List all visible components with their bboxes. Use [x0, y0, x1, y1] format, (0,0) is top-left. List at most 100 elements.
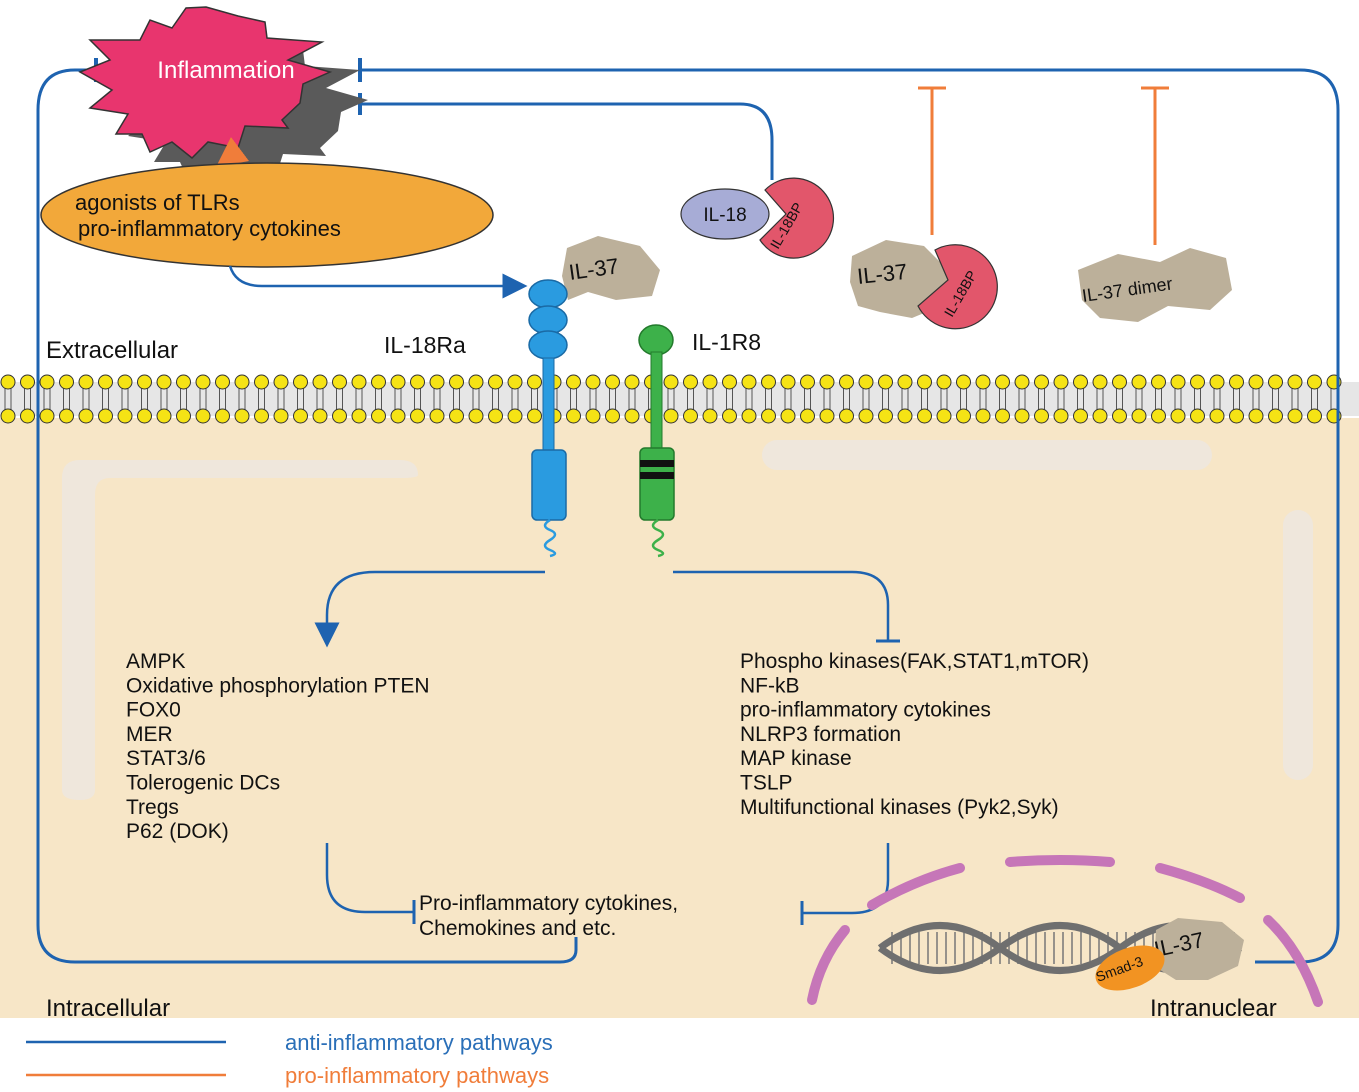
lipid-head — [59, 408, 74, 424]
lipid-head — [176, 408, 191, 424]
lipid-head — [78, 374, 94, 390]
lipid-head — [117, 408, 133, 424]
lipid-head — [254, 374, 269, 390]
list-item: NLRP3 formation — [740, 723, 901, 746]
lipid-head — [1014, 408, 1030, 424]
lipid-head — [741, 408, 757, 424]
lipid-head — [1307, 374, 1322, 390]
lipid-head — [39, 408, 55, 424]
lipid-head — [566, 408, 581, 424]
lipid-head — [956, 408, 971, 424]
left-list-inhibition-line — [325, 843, 414, 914]
il18ra-label: IL-18Ra — [384, 332, 466, 358]
lipid-head — [215, 408, 230, 424]
il1r8-inhibition-line — [673, 570, 890, 640]
lipid-head — [137, 374, 152, 390]
lipid-head — [20, 408, 35, 424]
lipid-head — [1287, 408, 1303, 424]
inhibited-targets-list: Phospho kinases(FAK,STAT1,mTOR)NF-kBpro-… — [740, 650, 1089, 819]
intracellular-label: Intracellular — [46, 995, 170, 1022]
anti-loop-outer — [36, 68, 578, 964]
lipid-head — [1170, 408, 1186, 424]
lipid-head — [332, 408, 347, 424]
il37-with-il18bp-shape — [850, 240, 950, 318]
list-item: Phospho kinases(FAK,STAT1,mTOR) — [740, 650, 1089, 673]
lipid-head — [1190, 374, 1205, 390]
lipid-head — [176, 374, 191, 390]
lipid-head — [839, 374, 854, 390]
lipid-head — [449, 374, 464, 390]
lipid-head — [1151, 408, 1166, 424]
agonist-to-receptor-arrow — [228, 265, 528, 299]
lipid-head — [1209, 374, 1225, 390]
lipid-head — [273, 408, 289, 424]
lipid-head — [234, 408, 250, 424]
lipid-head — [683, 408, 698, 424]
lipid-head — [371, 374, 386, 390]
lipid-head — [488, 374, 503, 390]
lipid-head — [1248, 374, 1264, 390]
lipid-head — [254, 408, 269, 424]
lipid-head — [897, 408, 913, 424]
lipid-head — [390, 374, 406, 390]
lipid-head — [293, 374, 308, 390]
lipid-head — [410, 408, 425, 424]
il18bp-pacman-2 — [917, 244, 998, 330]
lipid-head — [897, 374, 913, 390]
lipid-head — [527, 374, 542, 390]
lipid-head — [956, 374, 971, 390]
agonists-ellipse — [40, 162, 494, 268]
lipid-head — [410, 374, 425, 390]
lipid-head — [663, 374, 679, 390]
lipid-head — [800, 408, 815, 424]
lipid-head — [1229, 408, 1244, 424]
lipid-head — [702, 408, 718, 424]
list-item: pro-inflammatory cytokines — [740, 699, 991, 722]
lipid-head — [507, 374, 523, 390]
anti-loop-right — [360, 68, 1340, 964]
lipid-head — [1131, 408, 1147, 424]
il37-nuclear-shape — [1154, 918, 1244, 980]
lipid-head — [1229, 374, 1244, 390]
lipid-head — [780, 374, 796, 390]
lipid-head — [273, 374, 289, 390]
lipid-head — [156, 408, 172, 424]
list-item: AMPK — [126, 650, 186, 673]
lipid-head — [663, 408, 679, 424]
lipid-head — [59, 374, 74, 390]
il1r8-label: IL-1R8 — [692, 329, 761, 355]
lipid-head — [995, 408, 1010, 424]
lipid-head — [917, 408, 932, 424]
list-item: MAP kinase — [740, 747, 852, 770]
il18ra-activation-arrow — [314, 570, 545, 648]
lipid-head — [1014, 374, 1030, 390]
legend-pro-label: pro-inflammatory pathways — [285, 1063, 549, 1088]
lipid-head — [137, 408, 152, 424]
lipid-head — [312, 374, 328, 390]
list-item: NF-kB — [740, 674, 800, 697]
il18ra-receptor — [528, 279, 568, 558]
lipid-head — [936, 374, 952, 390]
lipid-head — [215, 374, 230, 390]
list-item: STAT3/6 — [126, 747, 206, 770]
lipid-head — [975, 408, 991, 424]
lipid-head — [1287, 374, 1303, 390]
lipid-head — [1170, 374, 1186, 390]
list-item: MER — [126, 723, 173, 746]
lipid-head — [683, 374, 698, 390]
il37-dimer-shape — [1078, 248, 1232, 322]
inflammation-to-agonist-arrow — [216, 136, 250, 168]
lipid-head — [156, 374, 172, 390]
lipid-head — [488, 408, 503, 424]
lipid-head — [0, 408, 16, 424]
lipid-head — [1053, 374, 1069, 390]
lipid-head — [585, 374, 601, 390]
lipid-head — [1307, 408, 1322, 424]
lipid-head — [780, 408, 796, 424]
lipid-head — [1131, 374, 1147, 390]
lipid-head — [1092, 374, 1108, 390]
lipid-head — [975, 374, 991, 390]
list-item: Tolerogenic DCs — [126, 772, 280, 795]
legend-anti-label: anti-inflammatory pathways — [285, 1030, 553, 1055]
